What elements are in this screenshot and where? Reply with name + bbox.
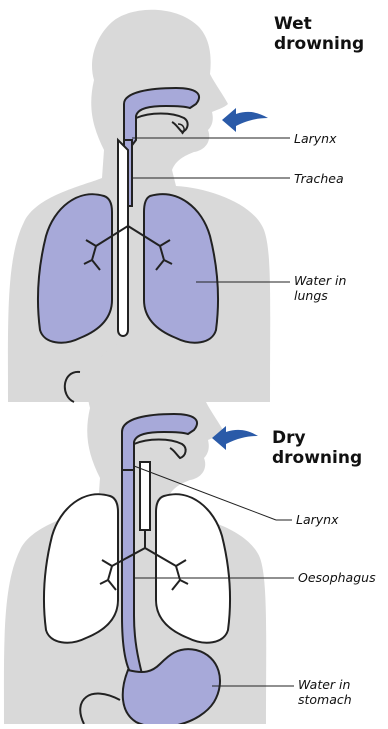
dry-trachea	[140, 462, 150, 530]
wet-larynx-label: Larynx	[294, 131, 336, 146]
dry-water-label: Water in stomach	[298, 677, 352, 707]
wet-trachea-label: Trachea	[294, 171, 344, 186]
dry-oesophagus-label: Oesophagus	[298, 570, 376, 585]
wet-water-arrow	[222, 108, 268, 132]
wet-oesophagus	[118, 140, 128, 336]
dry-drowning-title: Dry drowning	[272, 428, 362, 468]
wet-drowning-title: Wet drowning	[274, 14, 364, 54]
wet-water-label: Water in lungs	[294, 273, 346, 303]
dry-left-lung	[44, 494, 118, 642]
dry-larynx-label: Larynx	[296, 512, 338, 527]
dry-right-lung	[156, 494, 230, 642]
